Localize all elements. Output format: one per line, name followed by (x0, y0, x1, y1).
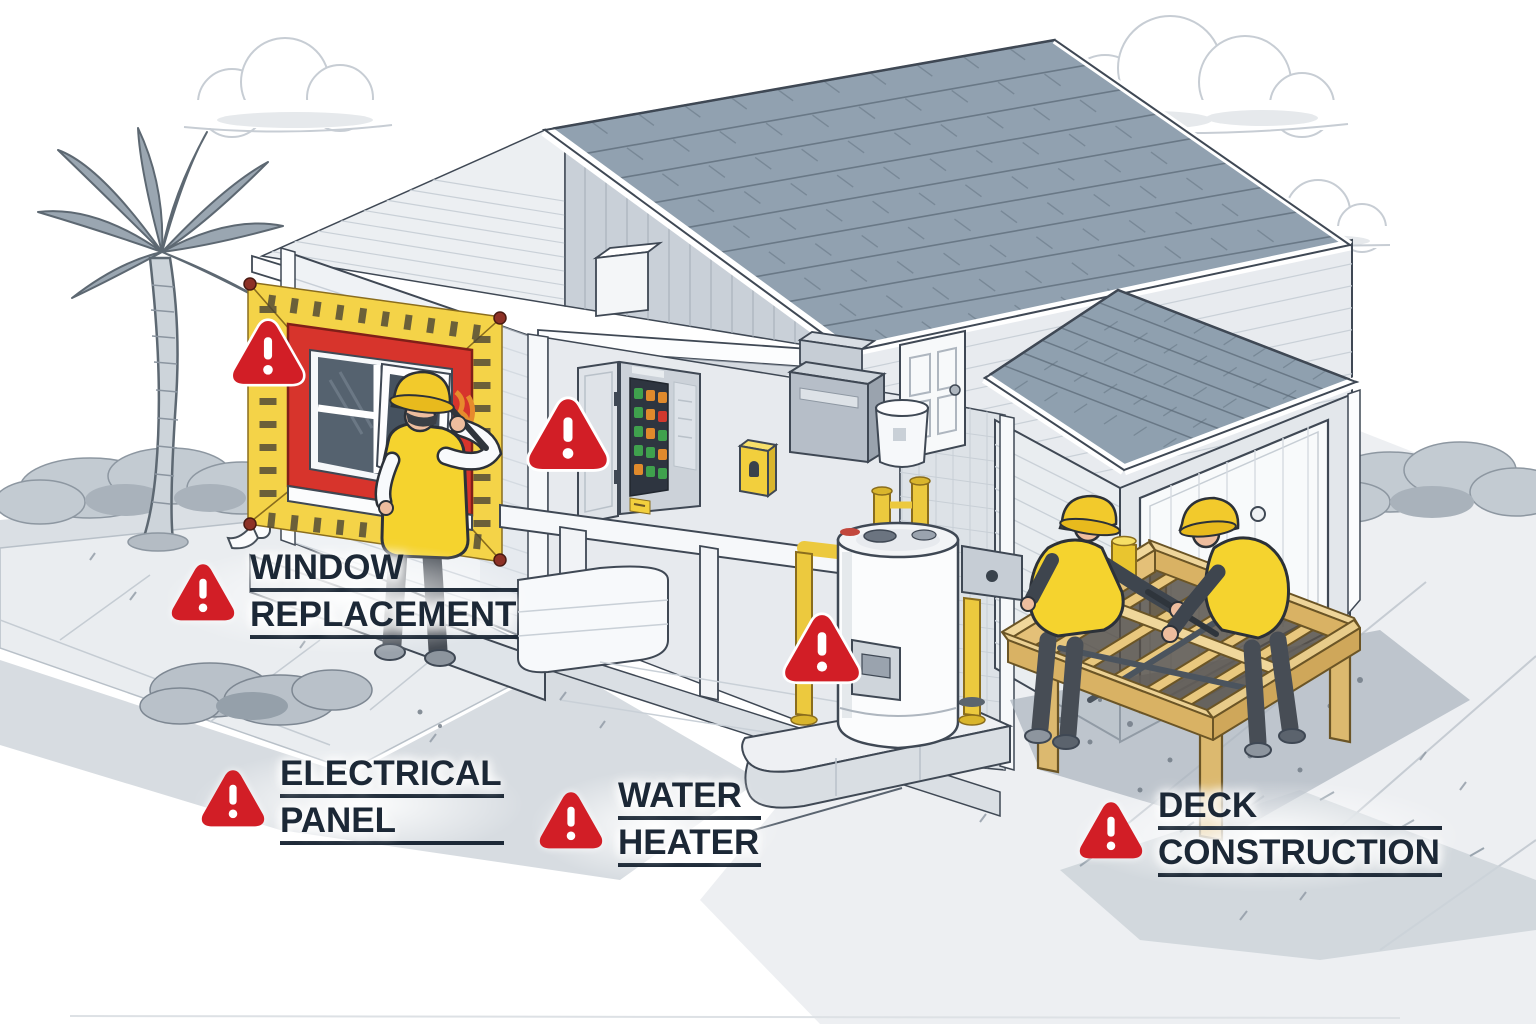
label-window-replacement: WINDOW REPLACEMENT (162, 542, 539, 654)
label-water-heater: WATER HEATER (530, 770, 782, 882)
shutoff-switch (737, 438, 779, 498)
warning-triangle-icon (782, 612, 862, 685)
laundry-appliances (787, 331, 887, 464)
electrical-panel (577, 360, 701, 526)
worker-deck-right (1161, 496, 1306, 758)
bush-center (139, 662, 373, 726)
attic-chimney (592, 241, 664, 318)
warning-triangle-icon (1079, 802, 1143, 859)
warning-triangle-icon (171, 564, 235, 621)
warning-triangle-icon (526, 396, 610, 472)
warning-triangle-icon (230, 318, 306, 387)
door-handle (1250, 506, 1266, 522)
warning-triangle-icon (201, 770, 265, 827)
bathtub (517, 565, 669, 674)
label-line: REPLACEMENT (250, 597, 519, 639)
breakers (634, 388, 667, 479)
bucket (874, 399, 930, 468)
cloud-top-left (182, 37, 394, 138)
label-line: HEATER (618, 825, 762, 867)
palm-tree (37, 127, 284, 552)
worker-window (374, 370, 503, 667)
label-line: ELECTRICAL (280, 756, 504, 798)
label-line: WINDOW (250, 550, 519, 592)
label-line: WATER (618, 778, 762, 820)
garage-roof (981, 288, 1360, 476)
label-line: DECK (1158, 788, 1442, 830)
warning-triangle-icon (539, 792, 603, 849)
label-line: PANEL (280, 803, 504, 845)
worker-deck-left (1020, 494, 1219, 750)
main-roof (541, 36, 1354, 358)
label-line: CONSTRUCTION (1158, 835, 1442, 877)
label-deck-construction: DECK CONSTRUCTION (1070, 780, 1462, 892)
label-electrical-panel: ELECTRICAL PANEL (192, 748, 524, 860)
